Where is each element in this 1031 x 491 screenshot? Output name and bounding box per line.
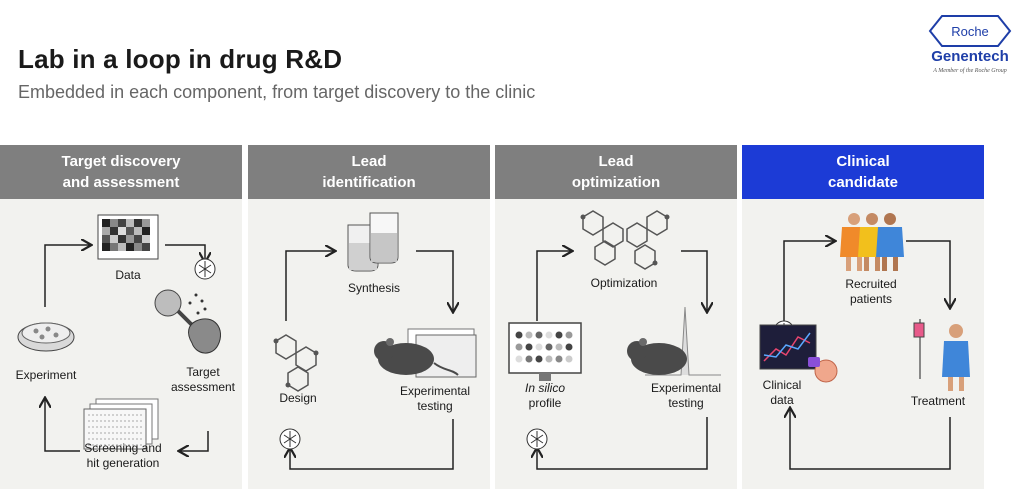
label-line: Experimental (650, 381, 722, 395)
loop-arrow (290, 419, 454, 470)
heading-line: Target discovery (61, 153, 181, 170)
label-line: testing (668, 396, 704, 410)
step-data-label: Data (115, 268, 141, 282)
treatment-icon (913, 319, 970, 391)
lead-optimization-loop (508, 210, 721, 470)
roche-badge-text: Roche (951, 24, 989, 39)
optimized-molecules-icon (580, 210, 670, 270)
page-subtitle: Embedded in each component, from target … (18, 82, 536, 102)
roche-genentech-logo: Roche Genentech A Member of the Roche Gr… (922, 14, 1018, 84)
panel-lead-optimization: Lead optimization (495, 145, 737, 489)
step-design-label: Design (279, 391, 317, 405)
label-line: Experimental (399, 384, 471, 398)
label-line: profile (528, 396, 562, 410)
label-line: patients (849, 292, 893, 306)
label-line: Target (186, 365, 220, 379)
loop-arrow (416, 250, 453, 311)
heading-line: Lead (598, 153, 634, 170)
step-experiment-label: Experiment (15, 368, 77, 382)
heading-line: candidate (827, 174, 899, 191)
screening-plates-icon (83, 398, 159, 450)
ai-network-icon (526, 428, 548, 450)
loop-arrow (45, 399, 80, 452)
loop-arrow (44, 245, 90, 307)
loop-arrow (165, 244, 205, 261)
step-optimization-label: Optimization (590, 276, 658, 290)
label-line: Recruited (845, 277, 897, 291)
beakers-icon (347, 212, 399, 272)
panel-heading: Clinical candidate (742, 145, 984, 199)
heading-line: Clinical (836, 153, 890, 170)
step-treatment-label: Treatment (910, 394, 966, 408)
label-line: hit generation (86, 456, 160, 470)
loop-arrow (906, 240, 950, 307)
panel-heading: Lead optimization (495, 145, 737, 199)
step-synthesis-label: Synthesis (347, 281, 401, 295)
loop-arrow (681, 250, 707, 311)
genentech-wordmark: Genentech (931, 48, 1009, 65)
heading-line: and assessment (62, 174, 180, 191)
panel-heading: Target discovery and assessment (0, 145, 242, 199)
heading-line: Lead (351, 153, 387, 170)
panel-lead-identification: Lead identification (248, 145, 490, 489)
target-assessment-icon (154, 289, 221, 354)
loop-arrow (285, 251, 334, 321)
label-line: Clinical (762, 378, 802, 392)
data-heatmap-icon (97, 214, 159, 260)
petri-dish-icon (17, 322, 75, 352)
recruited-patients-icon (840, 213, 904, 271)
page-title: Lab in a loop in drug R&D (18, 44, 343, 74)
panel-heading: Lead identification (248, 145, 490, 199)
loop-arrow (180, 431, 209, 451)
label-line: Screening and (84, 441, 162, 455)
monitor-icon (508, 322, 582, 381)
target-discovery-loop (17, 214, 221, 489)
label-line: data (770, 393, 794, 407)
ai-network-icon (279, 428, 301, 450)
loop-arrow (783, 241, 834, 329)
clinical-data-icon (759, 324, 838, 383)
logo-tagline: A Member of the Roche Group (933, 68, 1007, 74)
label-line: In silico (524, 381, 565, 395)
mouse-icon (374, 328, 477, 378)
label-line: testing (417, 399, 453, 413)
heading-line: identification (322, 174, 416, 191)
loop-arrow (536, 251, 571, 321)
loop-arrow (537, 417, 708, 470)
panel-clinical-candidate: Clinical candidate (742, 145, 984, 489)
molecule-icon (273, 334, 319, 392)
lead-identification-loop (273, 212, 477, 470)
panel-target-discovery: Target discovery and assessment (0, 145, 242, 489)
heading-line: optimization (571, 174, 661, 191)
ai-network-icon (194, 258, 216, 280)
loop-arrow (790, 409, 951, 470)
roche-hexagon-icon: Roche (928, 15, 1012, 47)
mouse-icon (627, 306, 721, 376)
label-line: assessment (170, 380, 236, 394)
clinical-candidate-loop (759, 213, 970, 470)
